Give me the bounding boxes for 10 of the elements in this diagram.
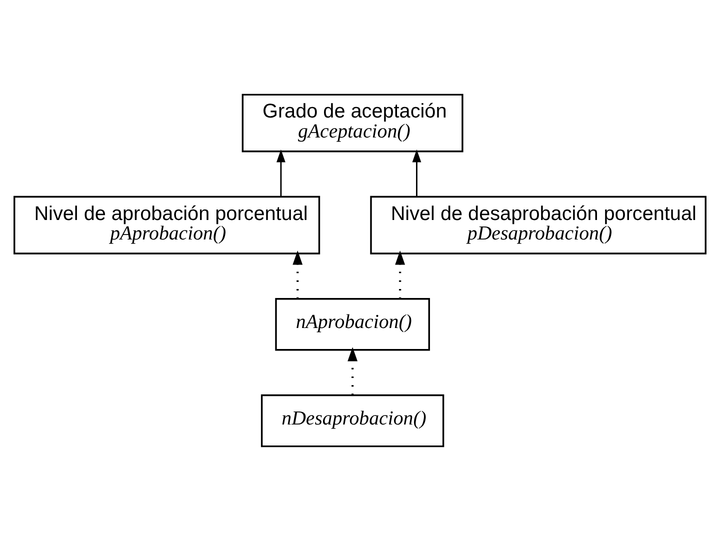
node-box: Grado de aceptación gAceptacion() <box>242 94 464 152</box>
node-box: nAprobacion() <box>275 298 430 351</box>
node-box: nDesaprobacion() <box>260 394 444 448</box>
arrow <box>348 347 358 395</box>
arrow <box>395 250 406 299</box>
node-box: Nivel de aprobación porcentual pAprobacion() <box>14 196 320 254</box>
arrow <box>412 150 422 197</box>
node-box: Nivel de desaprobación porcentual pDesaprobacion() <box>370 196 706 254</box>
arrow <box>276 150 286 197</box>
arrow <box>292 250 303 299</box>
